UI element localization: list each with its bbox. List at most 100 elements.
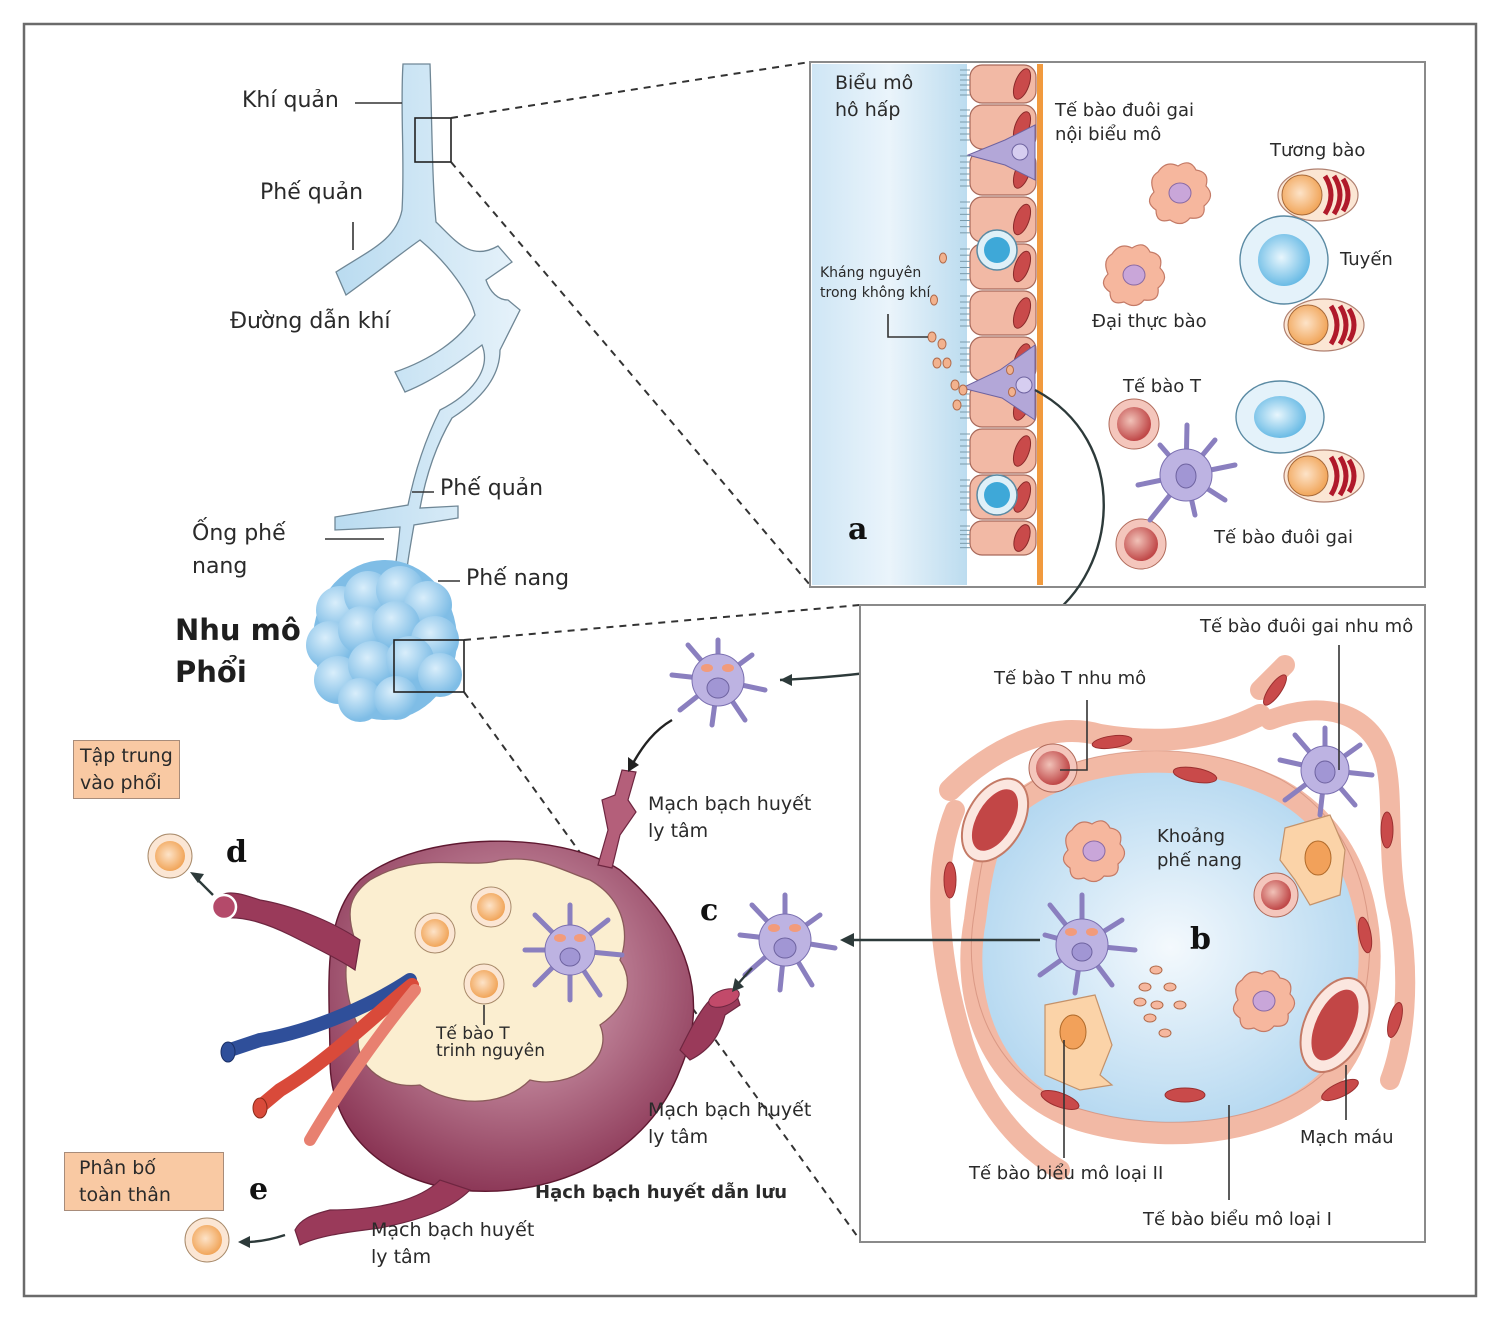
t-cell-icon (1115, 518, 1167, 570)
label-afferent-right-1: Mạch bạch huyết (648, 1099, 812, 1121)
panel-b-leaders (1060, 645, 1347, 1200)
macrophage-icon (1148, 162, 1212, 225)
naive-t-cell-icon (414, 912, 456, 954)
zoom-box-trachea (414, 117, 452, 163)
airway-shape (334, 63, 521, 591)
naive-t-cell-icon (463, 963, 505, 1005)
t-cell-icon (1108, 398, 1160, 450)
naive-t-cell-icon (470, 886, 512, 928)
goblet-cell (976, 229, 1018, 271)
label-dendritic-cell: Tế bào đuôi gai (1214, 527, 1354, 548)
label-macrophage: Đại thực bào (1092, 311, 1207, 332)
label-airborne-antigen-2: trong không khí (820, 285, 931, 301)
label-lung-parenchyma-1: Nhu mô (175, 613, 301, 647)
label-alveolar-duct-2: nang (192, 554, 248, 579)
label-naive-t-1: Tế bào T (436, 1024, 510, 1044)
effector-t-cell-lung-icon (147, 833, 193, 879)
label-intraepithelial-dc-2: nội biểu mô (1055, 124, 1162, 145)
gland-icon (1239, 215, 1329, 305)
arrow-dc-to-afferent-right (736, 967, 753, 986)
note-systemic-1: Phân bố (79, 1157, 156, 1179)
airway-leaders (325, 102, 460, 582)
migrating-dc-icon (669, 637, 768, 728)
label-naive-t-2: trinh nguyên (436, 1041, 545, 1061)
gland-icon (1235, 380, 1325, 454)
panel-letter-e: e (249, 1172, 269, 1207)
label-alveolar-space-2: phế nang (1157, 850, 1242, 871)
afferent-lymphatic-top (597, 769, 637, 869)
efferent-lymphatic (294, 1179, 472, 1246)
antigen-leader (887, 314, 928, 338)
label-airways: Đường dẫn khí (230, 309, 391, 334)
alveolar-macrophage-icon (1232, 970, 1296, 1033)
panel-letter-b: b (1190, 922, 1211, 957)
epithelial-nucleus (1012, 68, 1032, 100)
type1-epithelial-ring (960, 750, 1381, 1145)
arrow-systemic (244, 1233, 286, 1244)
label-draining-lymph-node: Hạch bạch huyết dẫn lưu (535, 1182, 788, 1203)
blood-vessel-icon (960, 777, 1030, 863)
plasma-cell-icon (1283, 449, 1365, 503)
note-home-to-lung-2: vào phổi (80, 771, 162, 794)
label-parenchymal-t-cell: Tế bào T nhu mô (994, 668, 1147, 689)
panel-a (779, 61, 1426, 686)
label-plasma-cell: Tương bào (1270, 140, 1366, 161)
t-cell-icon (1253, 872, 1299, 918)
label-afferent-right-2: ly tâm (648, 1126, 709, 1148)
label-resp-epithelium-2: hô hấp (835, 99, 901, 121)
vein-icon (223, 973, 417, 1057)
label-efferent-1: Mạch bạch huyết (371, 1219, 535, 1241)
label-afferent-top-2: ly tâm (648, 820, 709, 842)
macrophage-icon (1102, 244, 1166, 307)
label-alveolar-space-1: Khoảng (1157, 826, 1226, 847)
epithelial-nucleus (1012, 435, 1032, 467)
intraepithelial-dc (966, 124, 1036, 181)
label-t-cell: Tế bào T (1123, 376, 1201, 397)
note-home-to-lung: Tập trung vào phổi (73, 740, 180, 800)
label-gland: Tuyến (1340, 249, 1393, 270)
migrating-dc-icon (737, 892, 838, 993)
epithelial-nucleus (1012, 250, 1032, 283)
node-dendritic-cell-icon (522, 902, 625, 1003)
label-efferent-2: ly tâm (371, 1246, 432, 1268)
epithelial-nucleus (1012, 297, 1032, 329)
note-home-to-lung-1: Tập trung (80, 745, 173, 767)
arrow-head (780, 674, 792, 686)
label-airborne-antigen-1: Kháng nguyên (820, 265, 922, 281)
label-bronchus-lower: Phế quản (440, 476, 544, 501)
nuclei (943, 674, 1403, 1110)
outer-frame (22, 22, 1478, 1298)
label-alveoli: Phế nang (466, 566, 570, 591)
label-intraepithelial-dc-1: Tế bào đuôi gai (1055, 100, 1195, 121)
antigen-particles (1133, 965, 1187, 1038)
alveolar-dc-icon (1037, 892, 1138, 996)
afferent-lymphatic-right (679, 989, 741, 1061)
type2-epithelial-cell-icon (1279, 814, 1346, 906)
intraepithelial-dc-sampling (960, 344, 1036, 421)
label-blood-vessel: Mạch máu (1300, 1127, 1394, 1148)
dendritic-cell-icon (1135, 422, 1238, 523)
panel-letter-c: c (700, 893, 719, 928)
panel-b (840, 604, 1426, 1243)
parenchymal-dc-icon (1277, 725, 1375, 818)
goblet-cell (976, 474, 1018, 516)
label-type2-epithelial: Tế bào biểu mô loại II (969, 1163, 1164, 1184)
plasma-cell-icon (1283, 298, 1365, 352)
alveoli-cluster (306, 560, 462, 722)
epithelial-nucleus (1012, 203, 1032, 236)
parenchymal-t-cell-icon (1028, 743, 1078, 793)
label-resp-epithelium-1: Biểu mô (835, 72, 914, 94)
label-bronchus-upper: Phế quản (260, 180, 364, 205)
label-type1-epithelial: Tế bào biểu mô loại I (1143, 1209, 1332, 1230)
effector-t-cell-systemic-icon (184, 1217, 230, 1263)
artery-icon (255, 978, 419, 1112)
lymph-node (147, 637, 838, 1263)
plasma-cell-icon (1277, 168, 1359, 222)
epithelial-nucleus (1013, 524, 1031, 552)
high-endothelial-venule (221, 892, 361, 972)
alveolar-macrophage-icon (1062, 820, 1126, 883)
label-lung-parenchyma-2: Phổi (175, 655, 247, 689)
note-systemic-2: toàn thân (79, 1183, 171, 1206)
panel-letter-d: d (226, 835, 247, 870)
